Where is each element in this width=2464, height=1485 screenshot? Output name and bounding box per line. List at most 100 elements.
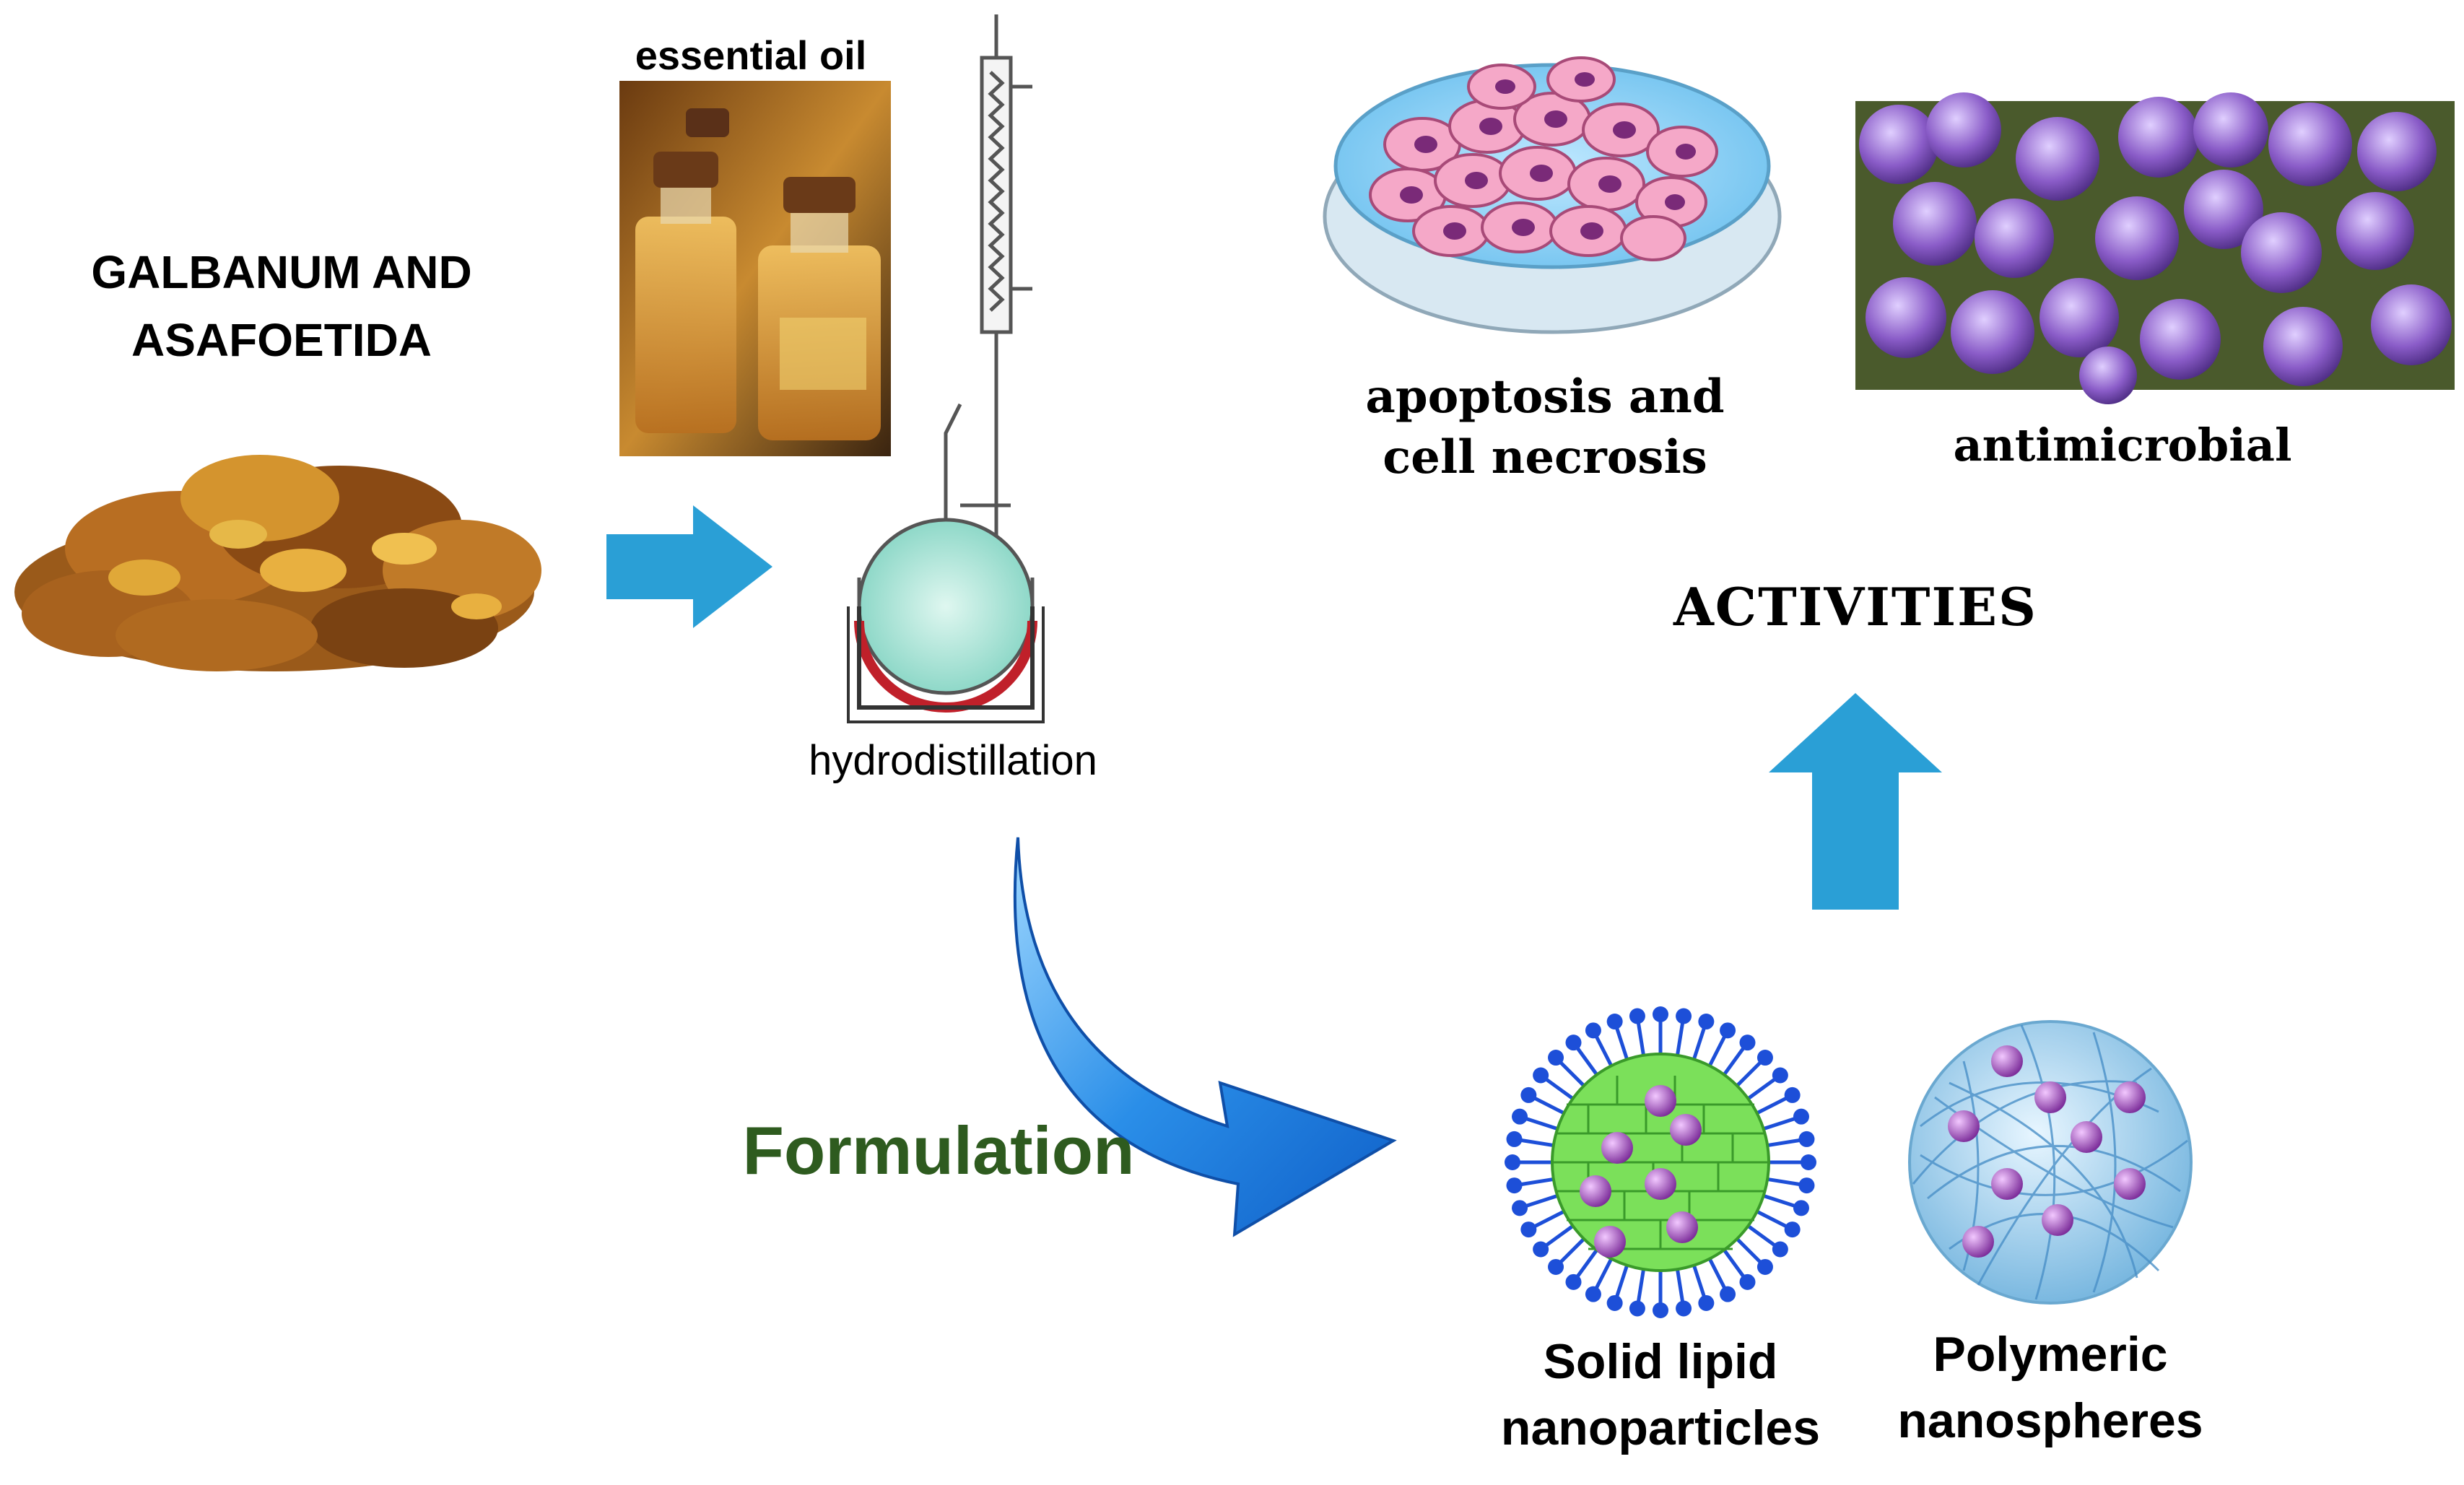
- surfactant-tail: [1767, 1138, 1800, 1148]
- surfactant-head: [1756, 1258, 1773, 1275]
- curved-arrow-icon: [1013, 837, 1397, 1237]
- surfactant-head: [1548, 1050, 1564, 1066]
- surfactant-head: [1739, 1035, 1756, 1051]
- surfactant-tail: [1595, 1258, 1614, 1289]
- surfactant-head: [1548, 1258, 1564, 1275]
- apoptosis-label: apoptosis and cell necrosis: [1328, 367, 1762, 488]
- surfactant-tail: [1692, 1264, 1706, 1297]
- surfactant-head: [1506, 1131, 1523, 1147]
- surfactant-tail: [1521, 1177, 1554, 1186]
- activities-label: ACTIVITIES: [1673, 576, 2038, 637]
- surfactant-head: [1565, 1273, 1582, 1290]
- surfactant-head: [1698, 1294, 1715, 1311]
- hydrodistillation-label: hydrodistillation: [809, 737, 1097, 784]
- surfactant-tail: [1534, 1097, 1565, 1115]
- surfactant-tail: [1545, 1224, 1575, 1247]
- apoptosis-label-line1: apoptosis and: [1365, 370, 1725, 424]
- surfactant-tail: [1767, 1177, 1800, 1186]
- surfactant-tail: [1723, 1248, 1745, 1278]
- surfactant-tail: [1707, 1258, 1726, 1289]
- surfactant-tail: [1525, 1117, 1559, 1131]
- surfactant-head: [1506, 1177, 1523, 1194]
- sln-label-line1: Solid lipid: [1543, 1334, 1778, 1389]
- polymeric-nanosphere-icon: [1908, 1020, 2193, 1305]
- surfactant-tail: [1746, 1078, 1776, 1100]
- surfactant-tail: [1736, 1061, 1762, 1087]
- surfactant-head: [1606, 1014, 1623, 1030]
- surfactant-head: [1739, 1273, 1756, 1290]
- surfactant-head: [1512, 1200, 1528, 1216]
- surfactant-head: [1520, 1221, 1537, 1238]
- source-label: GALBANUM AND ASAFOETIDA: [29, 238, 534, 374]
- surfactant-tail: [1545, 1078, 1575, 1100]
- surfactant-tail: [1525, 1193, 1559, 1208]
- sln-label-line2: nanoparticles: [1500, 1401, 1821, 1455]
- surfactant-tail: [1756, 1209, 1787, 1228]
- surfactant-tail: [1615, 1264, 1629, 1297]
- surfactant-head: [1585, 1022, 1601, 1039]
- surfactant-head: [1629, 1008, 1645, 1024]
- surfactant-tail: [1675, 1268, 1684, 1302]
- surfactant-head: [1698, 1014, 1715, 1030]
- surfactant-head: [1653, 1302, 1668, 1318]
- surfactant-tail: [1723, 1047, 1745, 1076]
- surfactant-tail: [1746, 1224, 1776, 1247]
- arrow-up-icon: [1769, 693, 1942, 910]
- surfactant-head: [1772, 1241, 1788, 1258]
- surfactant-tail: [1762, 1193, 1795, 1208]
- arrow-right-icon: [606, 505, 772, 628]
- essential-oil-bottles-image: [619, 81, 891, 456]
- surfactant-head: [1793, 1200, 1809, 1216]
- surfactant-head: [1533, 1067, 1549, 1084]
- petri-dish-cells-icon: [1323, 56, 1782, 334]
- bacteria-micrograph-image: [1855, 92, 2455, 404]
- surfactant-head: [1784, 1221, 1801, 1238]
- polymeric-nanospheres-label: Polymeric nanospheres: [1848, 1321, 2252, 1454]
- surfactant-head: [1629, 1300, 1645, 1317]
- source-label-line1: GALBANUM AND: [91, 246, 472, 298]
- surfactant-tail: [1736, 1237, 1762, 1263]
- surfactant-tail: [1559, 1237, 1585, 1263]
- surfactant-tail: [1615, 1027, 1629, 1061]
- surfactant-head: [1801, 1154, 1816, 1170]
- surfactant-tail: [1576, 1047, 1598, 1076]
- surfactant-head: [1784, 1086, 1801, 1103]
- surfactant-tail: [1692, 1027, 1706, 1061]
- surfactant-head: [1533, 1241, 1549, 1258]
- polymeric-label-line1: Polymeric: [1933, 1327, 2168, 1382]
- solid-lipid-nanoparticles-label: Solid lipid nanoparticles: [1458, 1328, 1863, 1461]
- surfactant-tail: [1534, 1209, 1565, 1228]
- resin-image: [14, 455, 541, 671]
- surfactant-head: [1798, 1131, 1815, 1147]
- surfactant-head: [1756, 1050, 1773, 1066]
- surfactant-tail: [1762, 1117, 1795, 1131]
- surfactant-head: [1606, 1294, 1623, 1311]
- surfactant-head: [1512, 1108, 1528, 1125]
- antimicrobial-label: antimicrobial: [1953, 419, 2292, 471]
- apoptosis-label-line2: cell necrosis: [1383, 430, 1707, 484]
- source-label-line2: ASAFOETIDA: [131, 314, 432, 366]
- surfactant-head: [1793, 1108, 1809, 1125]
- surfactant-head: [1505, 1154, 1520, 1170]
- surfactant-tail: [1559, 1061, 1585, 1087]
- solid-lipid-nanoparticle-icon: [1505, 1006, 1816, 1318]
- surfactant-tail: [1637, 1023, 1646, 1056]
- surfactant-head: [1798, 1177, 1815, 1194]
- surfactant-tail: [1675, 1023, 1684, 1056]
- surfactant-head: [1565, 1035, 1582, 1051]
- surfactant-head: [1772, 1067, 1788, 1084]
- surfactant-tail: [1756, 1097, 1787, 1115]
- surfactant-head: [1720, 1286, 1736, 1302]
- surfactant-tail: [1521, 1138, 1554, 1148]
- surfactant-head: [1520, 1086, 1537, 1103]
- surfactant-head: [1585, 1286, 1601, 1302]
- surfactant-tail: [1576, 1248, 1598, 1278]
- surfactant-head: [1720, 1022, 1736, 1039]
- surfactant-head: [1676, 1008, 1692, 1024]
- surfactant-tail: [1595, 1036, 1614, 1067]
- surfactant-head: [1676, 1300, 1692, 1317]
- surfactant-head: [1653, 1006, 1668, 1022]
- distillation-apparatus-icon: [847, 14, 1045, 723]
